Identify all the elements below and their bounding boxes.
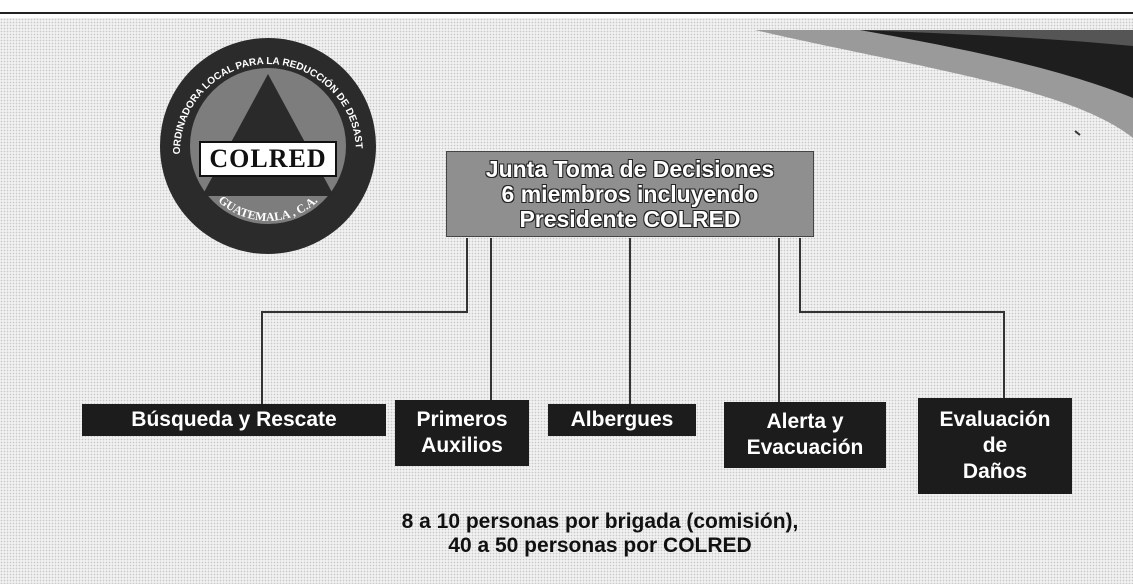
footnote-line: 40 a 50 personas por COLRED bbox=[448, 534, 752, 557]
brigade-evaluacion-danos: Evaluación de Daños bbox=[918, 398, 1072, 494]
top-rule bbox=[0, 12, 1133, 14]
decision-board-line: Presidente COLRED bbox=[519, 205, 741, 232]
logo-center-word: COLRED bbox=[199, 141, 337, 177]
decision-board-line: 6 miembros incluyendo bbox=[501, 180, 759, 207]
decision-board-line: Junta Toma de Decisiones bbox=[485, 155, 775, 182]
brigade-label: Alerta y bbox=[766, 410, 844, 433]
brigade-label: Evacuación bbox=[746, 436, 864, 459]
brigade-albergues: Albergues bbox=[548, 404, 696, 436]
brigade-busqueda-rescate: Búsqueda y Rescate bbox=[82, 404, 386, 436]
brigade-label: de bbox=[982, 434, 1008, 457]
brigade-alerta-evacuacion: Alerta y Evacuación bbox=[724, 402, 886, 468]
brigade-primeros-auxilios: Primeros Auxilios bbox=[395, 400, 529, 466]
footnote-line: 8 a 10 personas por brigada (comisión), bbox=[401, 510, 799, 533]
decorative-swoosh bbox=[755, 30, 1133, 138]
staffing-footnote: 8 a 10 personas por brigada (comisión), … bbox=[300, 510, 900, 558]
brigade-label: Daños bbox=[962, 460, 1028, 483]
brigade-label: Auxilios bbox=[421, 434, 503, 457]
brigade-label: Evaluación bbox=[939, 408, 1051, 431]
brigade-label: Búsqueda y Rescate bbox=[131, 408, 337, 431]
decision-board-box: Junta Toma de Decisiones 6 miembros incl… bbox=[446, 151, 814, 237]
brigade-label: Albergues bbox=[570, 408, 674, 431]
brigade-label: Primeros bbox=[416, 408, 508, 431]
